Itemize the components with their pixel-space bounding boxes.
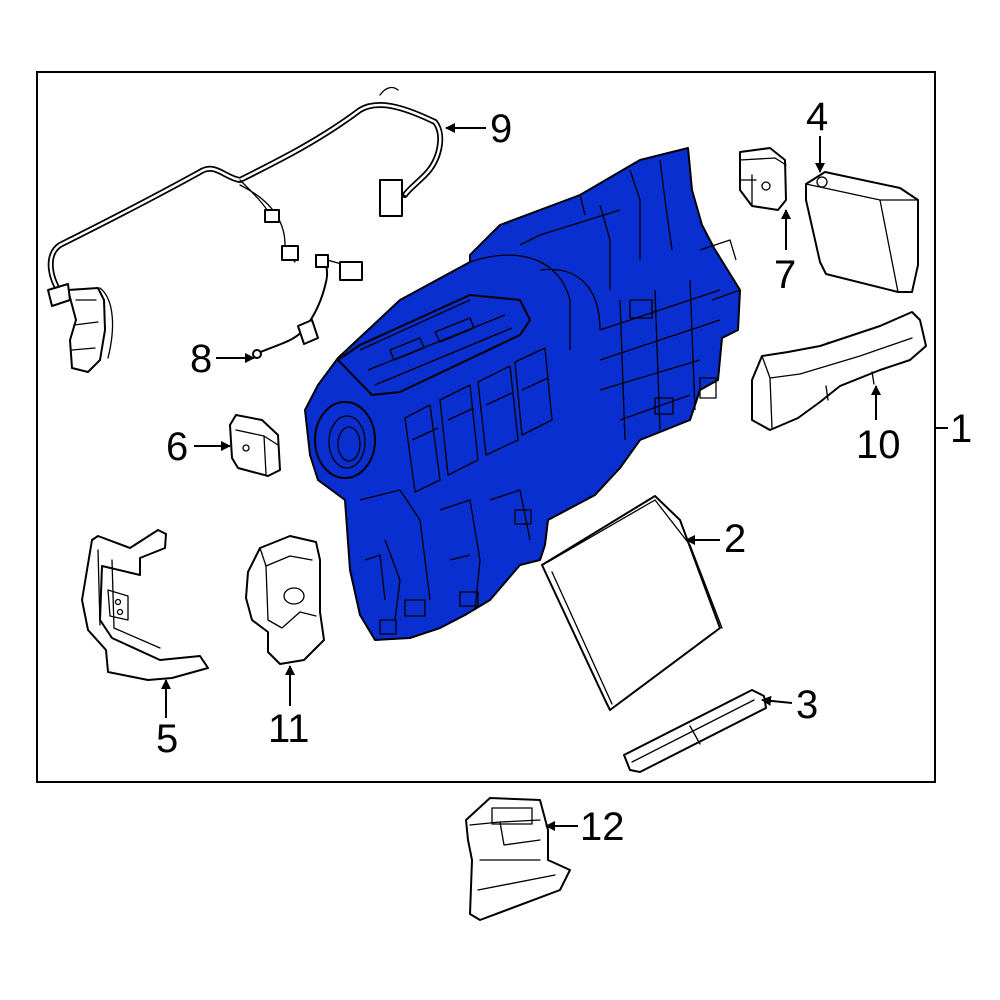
callout-9: 9 [490, 107, 512, 151]
callout-2: 2 [724, 517, 746, 561]
wiring-harness-part[interactable] [47, 86, 444, 373]
callout-4: 4 [806, 95, 828, 139]
sub-harness-part[interactable] [252, 254, 363, 359]
callout-10: 10 [856, 423, 901, 467]
callout-11: 11 [268, 707, 310, 751]
leader-line-3 [761, 695, 793, 706]
assembly-frame [36, 71, 936, 783]
hvac-case-body [304, 147, 741, 641]
outlet-duct-part[interactable] [465, 797, 571, 921]
callout-8: 8 [190, 337, 212, 381]
callout-7: 7 [774, 253, 796, 297]
callout-6: 6 [166, 425, 188, 469]
hvac-case-assembly[interactable] [304, 147, 741, 641]
air-duct-part[interactable] [245, 535, 325, 665]
callout-3: 3 [796, 683, 818, 727]
actuator-part[interactable] [739, 147, 787, 211]
callout-5: 5 [156, 717, 178, 761]
callout-12: 12 [580, 805, 625, 849]
sensor-part[interactable] [229, 414, 281, 477]
trim-strip-part[interactable] [623, 689, 767, 773]
callout-1: 1 [950, 407, 972, 451]
bracket-part[interactable] [751, 311, 927, 431]
evaporator-core-part[interactable] [541, 495, 723, 711]
control-module-part[interactable] [805, 171, 919, 368]
mounting-bracket-part[interactable] [81, 529, 209, 681]
